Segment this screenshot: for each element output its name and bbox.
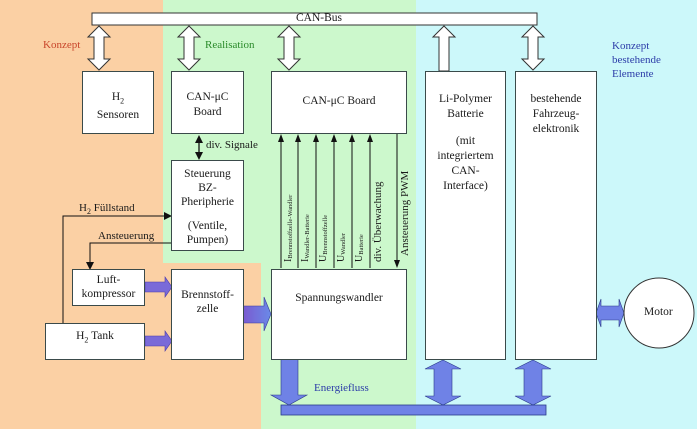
h2-sensoren-box[interactable]: H2 Sensoren <box>82 71 154 134</box>
measurement-arrowheads <box>278 134 400 268</box>
motor-arrow <box>595 298 625 328</box>
bestehend-label-line2: bestehende <box>612 54 661 66</box>
li-polymer-line2: Batterie <box>447 108 484 120</box>
steuerung-bz-line4: (Ventile, <box>187 220 228 232</box>
measurement-label-u-batterie: UBatterie <box>354 234 365 262</box>
air-to-fuelcell-arrow <box>144 276 173 298</box>
brennstoffzelle-line1: Brennstoff- <box>181 289 234 301</box>
li-polymer-line3: (mit <box>455 135 476 147</box>
h2-sensoren-h: H <box>111 91 121 103</box>
luftkompressor-box[interactable]: Luft- kompressor <box>72 269 145 306</box>
bestehend-label-line3: Elemente <box>612 68 654 80</box>
steuerung-bz-line2: BZ- <box>198 182 217 194</box>
measurement-label-div-ueberwachung: div. Überwachung <box>372 181 384 262</box>
div-signale-arrow-down <box>195 152 203 160</box>
can-uc-board-small-line1: CAN-μC <box>186 91 229 103</box>
fahrzeugelektronik-box[interactable]: bestehende Fahrzeug- elektronik <box>515 71 597 360</box>
spannungswandler-label: Spannungswandler <box>295 292 383 304</box>
h2-tank-sub: 2 <box>84 335 89 345</box>
energiefluss-label: Energiefluss <box>314 382 369 394</box>
measurement-label-pwm: Ansteuerung PWM <box>399 170 411 256</box>
h2-tank-rest: Tank <box>88 330 114 342</box>
steuerung-bz-line1: Steuerung <box>184 168 231 180</box>
li-polymer-line5: CAN- <box>451 165 480 177</box>
can-arrow-li-polymer <box>431 25 457 72</box>
can-bus-bar <box>91 12 538 26</box>
measurement-label-u-bz: UBrennstoffzelle <box>318 214 329 262</box>
fahrzeugelektronik-line1: bestehende <box>530 93 582 105</box>
div-signale-arrow-up <box>195 135 203 143</box>
can-arrow-can-board-small <box>176 25 202 71</box>
h2-fuellstand-line <box>62 215 168 323</box>
wandler-to-bus-arrow <box>269 358 309 406</box>
bestehend-label: Konzept bestehende Elemente <box>612 39 661 81</box>
bestehend-label-line1: Konzept <box>612 40 650 52</box>
measurement-lines <box>280 133 398 268</box>
brennstoffzelle-box[interactable]: Brennstoff- zelle <box>171 269 244 360</box>
fahrzeug-bus-arrow <box>514 359 552 406</box>
can-uc-board-small-box[interactable]: CAN-μC Board <box>171 71 244 134</box>
steuerung-bz-line3: Pheripherie <box>180 196 234 208</box>
ansteuerung-line <box>89 242 172 266</box>
ansteuerung-arrowhead <box>86 262 94 270</box>
h2-fuellstand-label: H2 Füllstand <box>79 202 135 216</box>
h2-tank-box[interactable]: H2 Tank <box>45 323 145 360</box>
motor-circle <box>623 277 695 349</box>
konzept-label: Konzept <box>43 39 81 51</box>
luftkompressor-line2: kompressor <box>81 288 136 300</box>
steuerung-bz-line5: Pumpen) <box>186 234 229 246</box>
h2-fuellstand-h: H <box>79 202 87 214</box>
li-polymer-box[interactable]: Li-Polymer Batterie (mit integriertem CA… <box>425 71 506 360</box>
div-signale-label: div. Signale <box>206 139 258 151</box>
can-bus-label: CAN-Bus <box>296 12 343 24</box>
ansteuerung-label: Ansteuerung <box>98 230 155 242</box>
energy-bus-bar <box>280 404 547 416</box>
can-arrow-can-board-main <box>276 25 302 71</box>
li-polymer-line1: Li-Polymer <box>438 93 493 105</box>
h2-sensoren-sub: 2 <box>120 96 125 106</box>
measurement-label-u-wandler: UWandler <box>336 232 347 262</box>
fahrzeugelektronik-line2: Fahrzeug- <box>532 108 580 120</box>
h2-sensoren-line2: Sensoren <box>96 109 140 122</box>
can-uc-board-main-label: CAN-μC Board <box>302 95 376 107</box>
measurement-label-i-wandler-batterie: IWandler-Batterie <box>300 214 311 262</box>
can-uc-board-small-line2: Board <box>193 106 222 118</box>
h2-tank-h: H <box>76 330 85 342</box>
can-arrow-fahrzeugelektronik <box>520 25 546 71</box>
li-polymer-line6: Interface) <box>443 180 488 192</box>
fahrzeugelektronik-line3: elektronik <box>532 123 580 135</box>
brennstoffzelle-line2: zelle <box>196 303 219 315</box>
h2-fuellstand-rest: Füllstand <box>90 202 135 214</box>
can-uc-board-main-box[interactable]: CAN-μC Board <box>271 71 407 134</box>
h2-fuellstand-sub: 2 <box>86 207 91 217</box>
measurement-label-i-bz-wandler: IBrennstoffzelle-Wandler <box>283 194 294 262</box>
luftkompressor-line1: Luft- <box>96 274 121 286</box>
battery-bus-arrow <box>424 359 462 406</box>
h2-to-fuelcell-arrow <box>144 330 173 352</box>
spannungswandler-box[interactable]: Spannungswandler <box>271 269 407 360</box>
fuelcell-to-wandler-arrow <box>242 296 272 332</box>
motor-label: Motor <box>644 306 673 318</box>
h2-fuellstand-arrowhead <box>164 212 172 220</box>
steuerung-bz-box[interactable]: Steuerung BZ- Pheripherie (Ventile, Pump… <box>171 160 244 251</box>
realisation-label: Realisation <box>205 39 255 51</box>
li-polymer-line4: integriertem <box>437 150 494 162</box>
can-arrow-h2-sensoren <box>86 25 112 71</box>
